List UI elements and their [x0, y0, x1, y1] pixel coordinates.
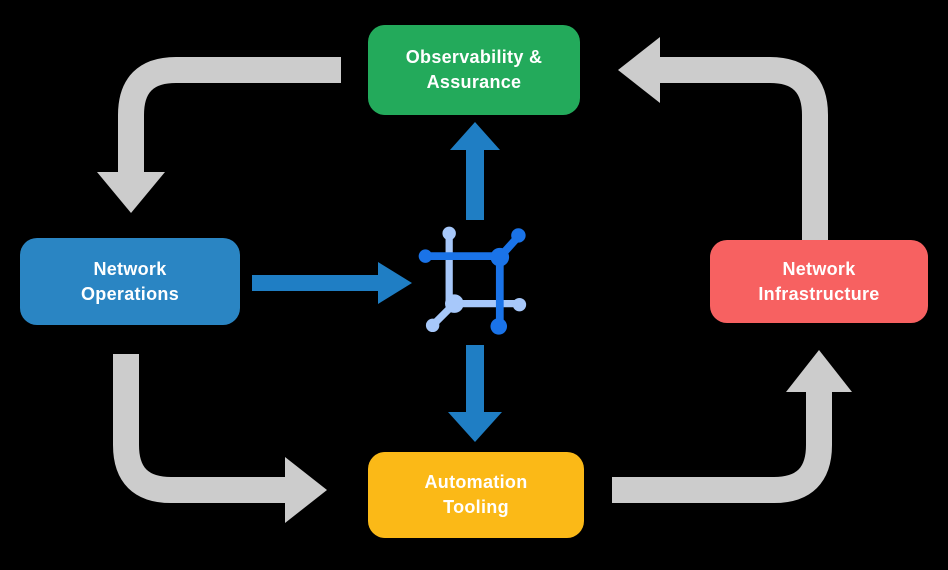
icon-node-bottom-left	[425, 318, 440, 333]
arrow-head-right-icon	[285, 457, 327, 523]
node-label-line1: Automation	[424, 472, 528, 492]
arrow-observability-to-operations	[97, 57, 341, 213]
node-label-line1: Network	[93, 258, 167, 279]
arrow-head-up-icon	[786, 350, 852, 392]
icon-node-bottom	[490, 318, 508, 335]
arrow-operations-to-center	[252, 262, 412, 304]
icon-junction-top-right	[490, 247, 510, 267]
arrow-head-right-icon	[378, 262, 412, 304]
node-label-line1: Observability &	[405, 47, 543, 67]
network-hub-icon	[418, 226, 527, 335]
node-label-line1: Network	[782, 258, 856, 279]
icon-node-right	[512, 297, 527, 312]
arrow-center-to-automation	[448, 345, 502, 442]
node-network-infrastructure: Network Infrastructure	[710, 240, 928, 323]
node-label-line2: Operations	[80, 283, 180, 304]
node-label-line2: Assurance	[426, 72, 522, 92]
node-network-operations: Network Operations	[20, 238, 240, 325]
node-label-line2: Tooling	[443, 497, 509, 517]
icon-node-top	[442, 226, 456, 241]
arrow-head-down-icon	[97, 172, 165, 213]
node-label-line2: Infrastructure	[758, 283, 880, 304]
icon-junction-bottom-left	[445, 294, 464, 313]
arrow-head-up-icon	[450, 122, 500, 150]
node-observability-assurance: Observability & Assurance	[368, 25, 580, 115]
arrow-shaft	[113, 354, 285, 503]
arrow-automation-to-infrastructure	[612, 350, 852, 503]
icon-left-edge	[445, 229, 458, 308]
arrow-center-to-observability	[450, 122, 500, 220]
arrow-operations-to-automation	[113, 354, 327, 523]
arrow-shaft	[252, 275, 378, 291]
icon-node-top-right	[511, 228, 526, 243]
arrow-shaft	[118, 57, 341, 174]
arrow-head-left-icon	[618, 37, 660, 103]
arrow-head-down-icon	[448, 412, 502, 442]
arrow-shaft	[612, 392, 832, 503]
arrow-infrastructure-to-observability	[618, 37, 828, 241]
arrow-shaft	[466, 345, 484, 413]
icon-node-left	[418, 249, 433, 263]
arrow-shaft	[466, 149, 484, 220]
arrow-shaft	[660, 57, 828, 241]
node-automation-tooling: Automation Tooling	[368, 452, 584, 538]
